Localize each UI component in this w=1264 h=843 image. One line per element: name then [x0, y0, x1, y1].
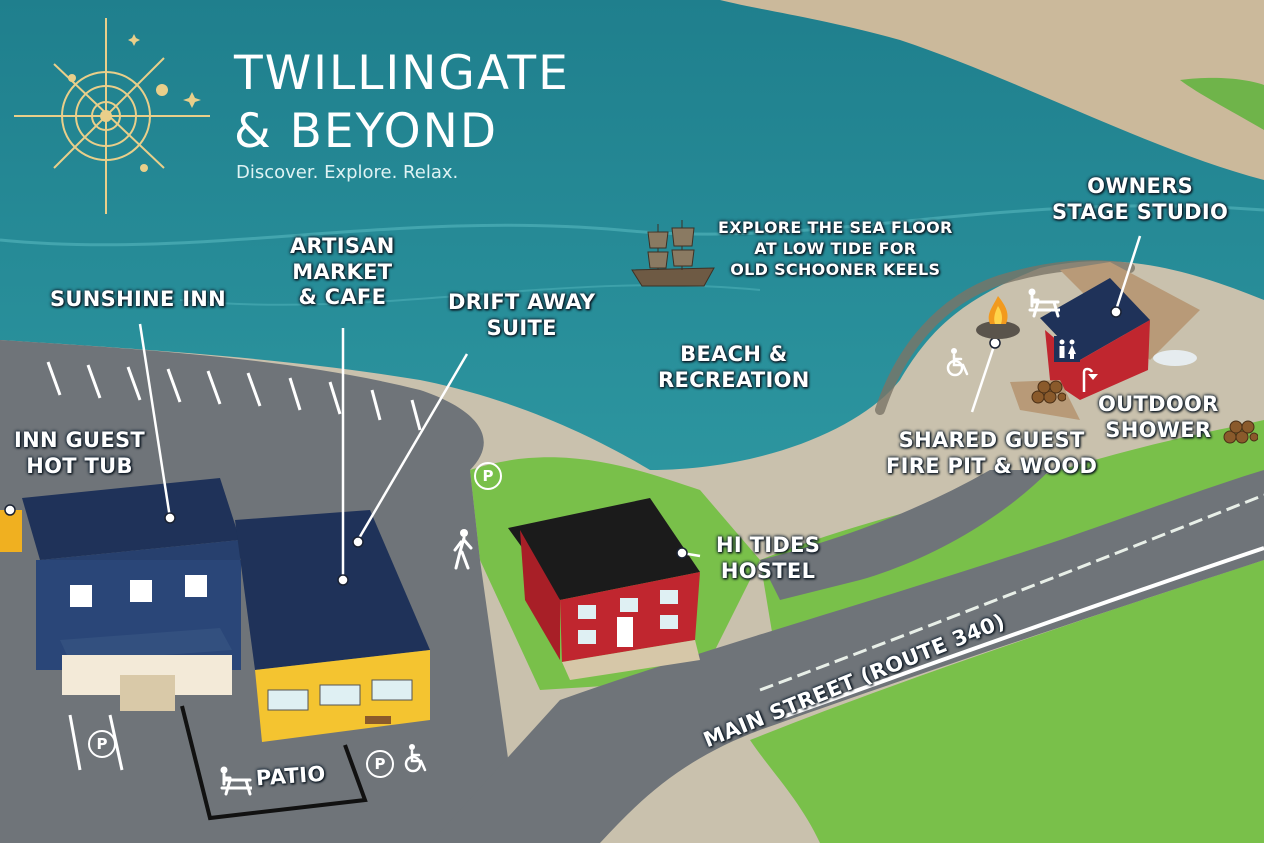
label-owners-stage-studio: OWNERS STAGE STUDIO [1052, 174, 1229, 224]
accessible-icon [946, 348, 969, 377]
restroom-icon [1054, 336, 1080, 362]
picnic-table-icon [1028, 288, 1060, 318]
firewood-icon [1223, 420, 1258, 444]
label-artisan-market: ARTISAN MARKET & CAFE [290, 234, 395, 310]
label-drift-away-suite: DRIFT AWAY SUITE [448, 290, 596, 340]
schooner-ship-icon [631, 220, 715, 287]
label-hot-tub: INN GUEST HOT TUB [14, 428, 146, 478]
brand-title-line2: & BEYOND [234, 104, 499, 159]
label-fire-pit: SHARED GUEST FIRE PIT & WOOD [886, 428, 1098, 478]
sand-spit [720, 0, 1264, 180]
campfire-icon [976, 296, 1020, 339]
fence-line [759, 493, 1264, 692]
firewood-icon [1031, 380, 1066, 404]
leader-lines [138, 235, 1142, 580]
accessible-icon [404, 744, 427, 773]
wave-streak [0, 204, 1264, 247]
grass-right-lower [750, 560, 1264, 843]
parking-icon: P [366, 750, 394, 778]
parking-icon: P [88, 730, 116, 758]
parking-stripes [46, 361, 422, 771]
hi-tides-hostel-building [508, 498, 700, 680]
road-center-line [779, 546, 1264, 720]
sand-spit-grass [1180, 77, 1264, 130]
compass-logo-icon [14, 18, 210, 214]
shower-icon [1082, 367, 1098, 392]
sunshine-inn-building [22, 478, 241, 711]
label-beach-recreation: BEACH & RECREATION [658, 342, 810, 392]
label-sunshine-inn: SUNSHINE INN [50, 287, 227, 311]
picnic-table-icon [220, 766, 252, 796]
leader-dots [4, 306, 1122, 586]
side-road [760, 470, 1050, 600]
label-outdoor-shower: OUTDOOR SHOWER [1098, 392, 1219, 442]
brand-tagline: Discover. Explore. Relax. [236, 162, 459, 183]
brand-title-line1: TWILLINGATE [234, 46, 570, 101]
label-sea-floor: EXPLORE THE SEA FLOOR AT LOW TIDE FOR OL… [718, 218, 953, 279]
hot-tub [0, 510, 22, 552]
parking-icon: P [474, 462, 502, 490]
pedestrian-icon [453, 529, 473, 570]
patio-outline [180, 705, 368, 821]
beach-rocks [875, 260, 1135, 415]
label-hi-tides-hostel: HI TIDES HOSTEL [716, 533, 821, 583]
label-patio: PATIO [255, 761, 327, 791]
artisan-market-building [235, 510, 430, 742]
